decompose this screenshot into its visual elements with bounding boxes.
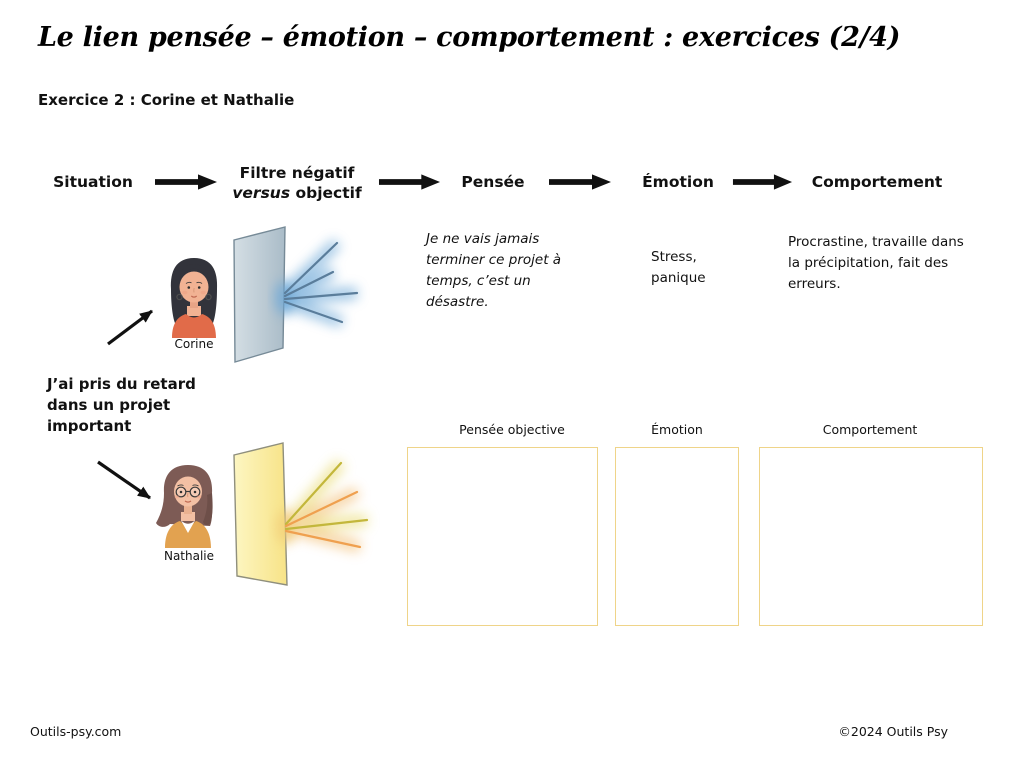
text-line: erreurs. <box>788 276 841 292</box>
answer-label-comportement: Comportement <box>822 422 918 437</box>
text-line: important <box>47 417 132 435</box>
nathalie-avatar <box>156 465 213 548</box>
corine-avatar <box>170 258 218 338</box>
negative-filter-graphic <box>233 226 359 363</box>
flow-step-emotion: Émotion <box>642 173 714 191</box>
filtre-line1: Filtre négatif <box>239 164 355 182</box>
answer-label-pensee-objective: Pensée objective <box>459 422 565 437</box>
footer-copyright: ©2024 Outils Psy <box>838 724 948 739</box>
flow-step-pensee: Pensée <box>461 173 525 191</box>
situation-description: J’ai pris du retard dans un projet impor… <box>47 374 196 437</box>
answer-label-emotion: Émotion <box>651 422 703 437</box>
text-line: Procrastine, travaille dans <box>788 234 964 250</box>
arrow-right-icon <box>155 174 217 190</box>
answer-box-emotion[interactable] <box>615 447 739 626</box>
corine-pensee-text: Je ne vais jamais terminer ce projet à t… <box>426 229 561 313</box>
filtre-versus: versus <box>232 184 291 202</box>
text-line: Stress, <box>651 249 697 265</box>
page-title: Le lien pensée – émotion – comportement … <box>38 22 901 53</box>
exercise-subtitle: Exercice 2 : Corine et Nathalie <box>38 91 295 109</box>
filtre-objectif: objectif <box>290 184 362 202</box>
text-line: J’ai pris du retard <box>47 375 196 393</box>
flow-step-filtre: Filtre négatif versus objectif <box>221 163 373 203</box>
objective-filter-graphic <box>233 442 369 586</box>
footer-site-url: Outils-psy.com <box>30 724 122 739</box>
text-line: désastre. <box>426 294 489 310</box>
arrow-right-icon <box>378 174 441 190</box>
arrow-up-right-icon <box>107 309 153 346</box>
corine-emotion-text: Stress, panique <box>651 247 706 289</box>
answer-box-pensee[interactable] <box>407 447 598 626</box>
text-line: panique <box>651 270 706 286</box>
flow-step-comportement: Comportement <box>811 173 943 191</box>
flow-step-situation: Situation <box>53 173 133 191</box>
corine-name-label: Corine <box>174 337 214 351</box>
text-line: dans un projet <box>47 396 171 414</box>
arrow-down-right-icon <box>97 460 151 500</box>
corine-comportement-text: Procrastine, travaille dans la précipita… <box>788 232 964 295</box>
filtre-line2: versus objectif <box>221 183 373 203</box>
answer-box-comportement[interactable] <box>759 447 983 626</box>
nathalie-name-label: Nathalie <box>163 549 215 563</box>
text-line: la précipitation, fait des <box>788 255 949 271</box>
text-line: terminer ce projet à <box>426 252 562 268</box>
arrow-right-icon <box>732 174 793 190</box>
text-line: temps, c’est un <box>426 273 531 289</box>
text-line: Je ne vais jamais <box>426 231 540 247</box>
arrow-right-icon <box>549 174 611 190</box>
